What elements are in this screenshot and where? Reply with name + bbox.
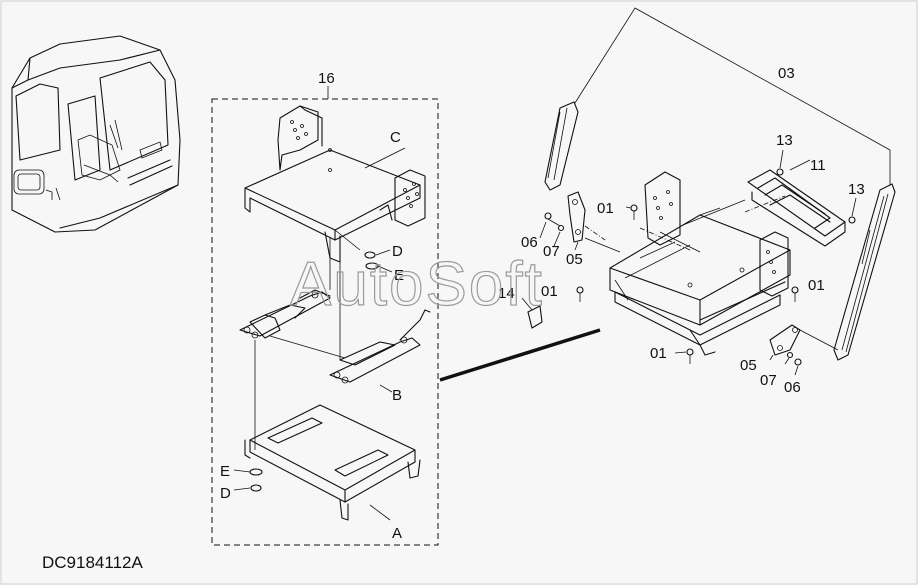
label-07-right: 07 <box>760 372 777 389</box>
fitting-14: 14 <box>498 285 543 329</box>
installed-assembly <box>609 171 791 356</box>
bolt-01-upper: 01 <box>597 200 638 220</box>
assembly-group-box: 16 <box>211 70 439 546</box>
screws-13: 13 13 <box>776 132 865 224</box>
label-14: 14 <box>498 285 515 302</box>
label-a: A <box>392 525 402 542</box>
label-01-d: 01 <box>650 345 667 362</box>
rail-right <box>833 183 896 361</box>
assembly-guide-lines <box>254 229 361 450</box>
leader-03: 03 <box>574 7 891 185</box>
grille-11: 11 <box>747 157 846 247</box>
alignment-guides <box>584 195 786 251</box>
label-16: 16 <box>318 70 335 87</box>
drawing-code: DC9184112A <box>42 553 143 572</box>
label-e-upper: E <box>394 267 404 284</box>
bracket-05-right: 05 07 06 <box>740 324 839 396</box>
bolt-01-right: 01 <box>791 277 825 302</box>
label-d-upper: D <box>392 243 403 260</box>
label-e-lower: E <box>220 463 230 480</box>
label-01-a: 01 <box>597 200 614 217</box>
label-05-left: 05 <box>566 251 583 268</box>
label-01-b: 01 <box>541 283 558 300</box>
cab-illustration <box>11 35 181 233</box>
label-06-right: 06 <box>784 379 801 396</box>
label-06-left: 06 <box>521 234 538 251</box>
assembly-leader-line <box>439 328 601 382</box>
label-13-left: 13 <box>776 132 793 149</box>
base-plate-a: A <box>244 404 421 542</box>
label-05-right: 05 <box>740 357 757 374</box>
rail-left <box>544 101 579 191</box>
label-11: 11 <box>810 157 826 174</box>
watermark: AutoSoft <box>290 250 544 319</box>
label-03: 03 <box>778 65 795 82</box>
label-d-lower: D <box>220 485 231 502</box>
bracket-05-left: 05 06 07 <box>521 191 621 268</box>
label-07-left: 07 <box>543 243 560 260</box>
fasteners-d-e-upper: D E <box>364 243 404 284</box>
upper-bracket-c: C <box>244 105 426 263</box>
label-b: B <box>392 387 402 404</box>
label-01-c: 01 <box>808 277 825 294</box>
slide-rails-b: B <box>239 289 431 404</box>
fasteners-e-d-lower: E D <box>220 463 263 502</box>
label-c: C <box>390 129 401 146</box>
bolt-01-lower: 01 <box>650 345 694 364</box>
bolt-01-middle: 01 <box>541 283 584 302</box>
label-13-right: 13 <box>848 181 865 198</box>
